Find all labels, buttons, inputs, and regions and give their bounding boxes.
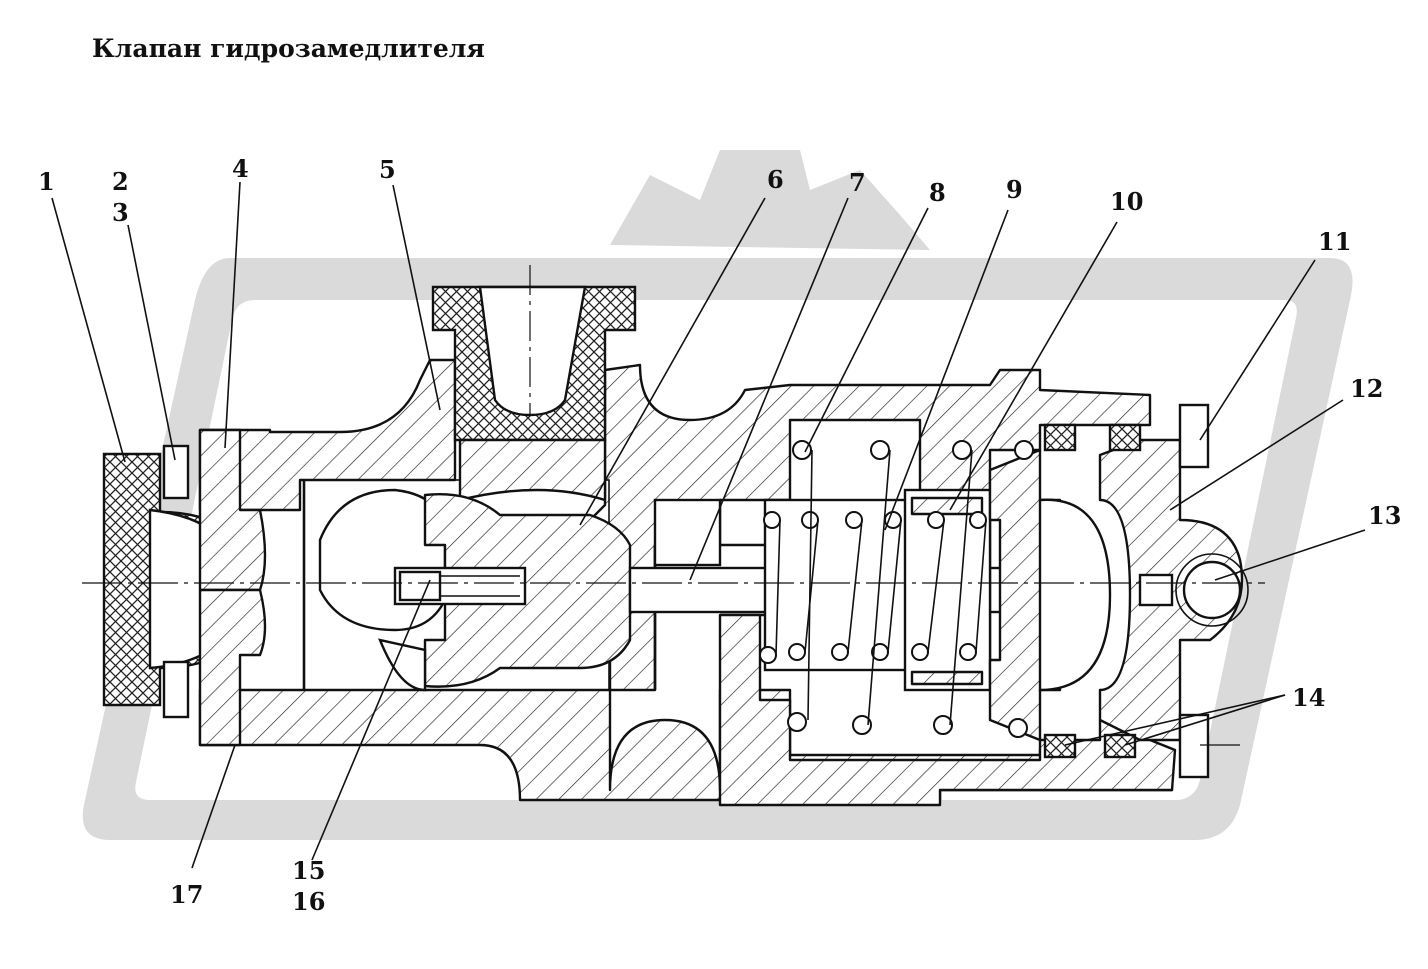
callout-12: 12 <box>1350 374 1383 403</box>
callout-16: 16 <box>292 887 325 916</box>
callout-9: 9 <box>1006 175 1023 204</box>
part-14-seal <box>1108 423 1142 452</box>
callout-11: 11 <box>1318 227 1351 256</box>
leader-lines <box>51 181 1366 869</box>
part-14-seal <box>1103 733 1137 759</box>
part-11-bolt-bottom <box>1178 713 1210 779</box>
callout-1: 1 <box>38 167 55 196</box>
part-13-eye <box>1182 560 1242 620</box>
callout-17: 17 <box>170 880 203 909</box>
callout-10: 10 <box>1110 187 1143 216</box>
part-2-3-washer-top <box>162 444 190 500</box>
part-14-seal <box>1043 423 1077 452</box>
callout-8: 8 <box>929 178 946 207</box>
callout-14: 14 <box>1292 683 1325 712</box>
part-6-valve-seat <box>423 493 632 688</box>
callout-13: 13 <box>1368 501 1401 530</box>
part-8-9-springs <box>759 440 1034 738</box>
part-11-bolt-top <box>1178 403 1210 469</box>
valve-body-top-right <box>588 363 1152 692</box>
callout-6: 6 <box>767 165 784 194</box>
callout-2: 2 <box>112 167 129 196</box>
callout-3: 3 <box>112 198 129 227</box>
diagram-title: Клапан гидрозамедлителя <box>92 34 485 63</box>
part-2-3-washer-bottom <box>162 660 190 719</box>
watermark-logo <box>82 150 1353 840</box>
part-14-seal <box>1043 733 1077 759</box>
callout-7: 7 <box>849 168 866 197</box>
callout-5: 5 <box>379 155 396 184</box>
callout-4: 4 <box>232 154 249 183</box>
callout-15: 15 <box>292 856 325 885</box>
